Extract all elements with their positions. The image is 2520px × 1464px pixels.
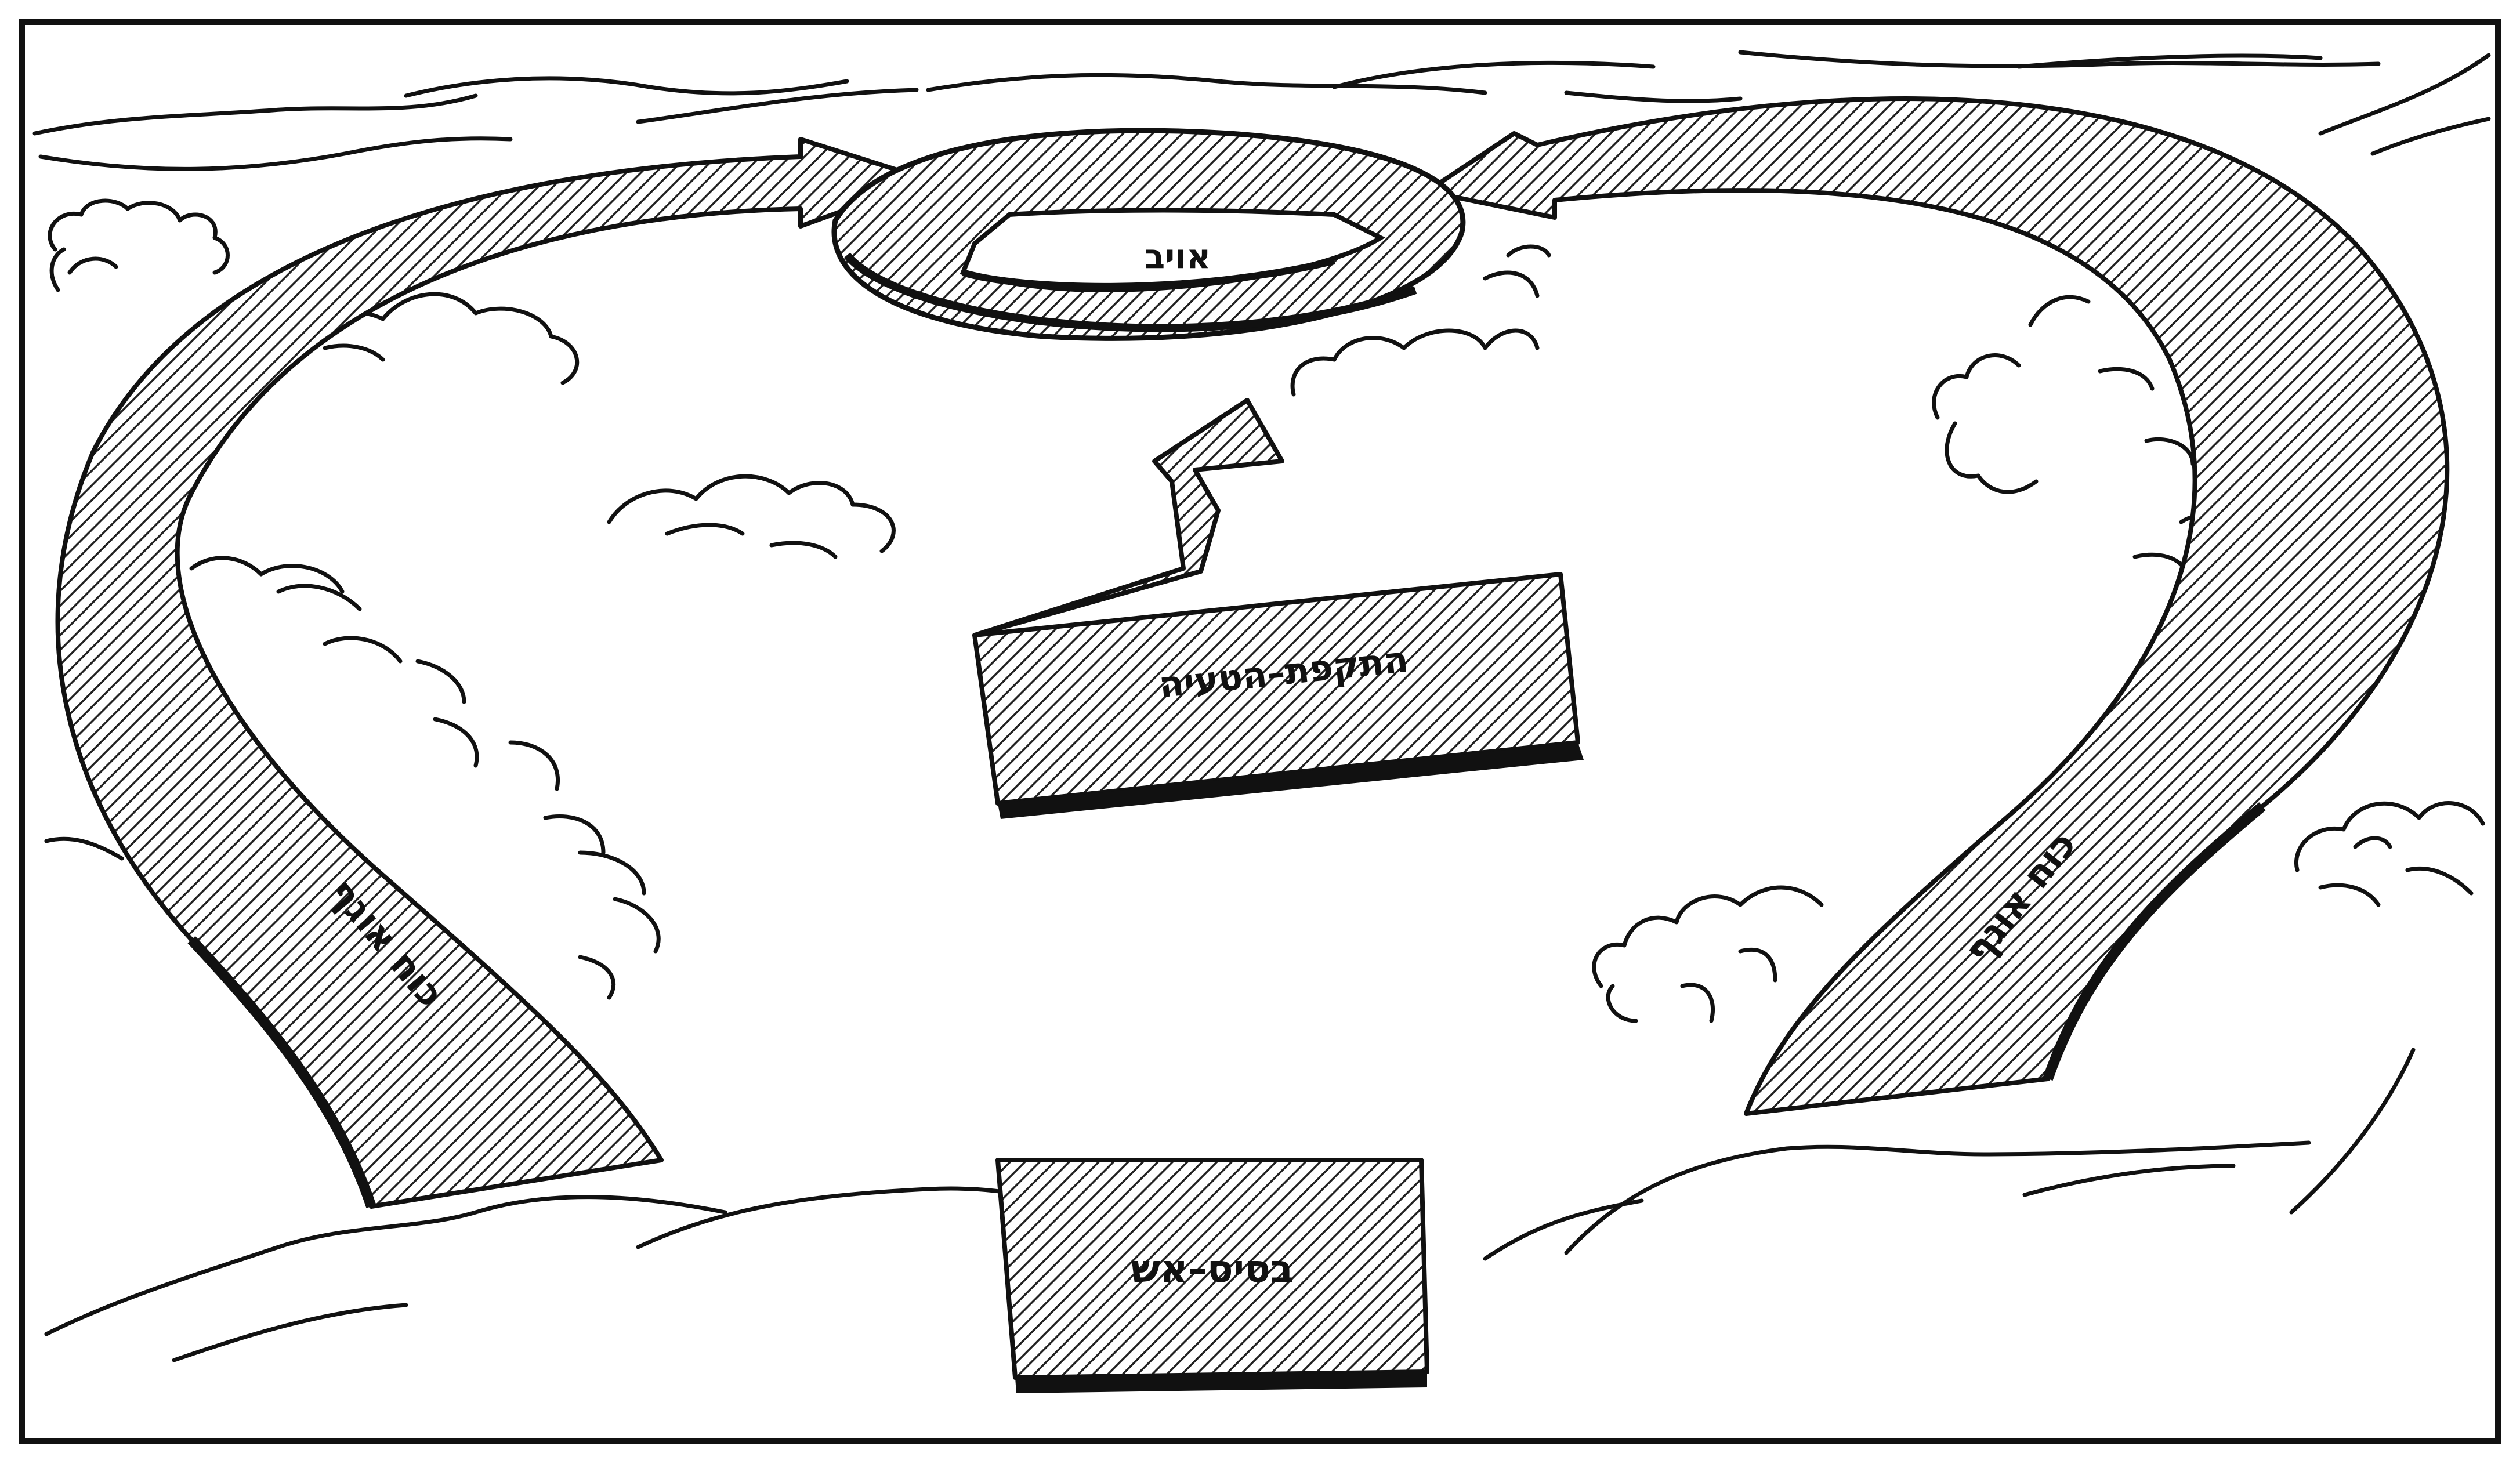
- cloud-shape: [2294, 801, 2485, 907]
- flank-arrow-left-body: [55, 137, 930, 1209]
- flank-arrow-right: [1425, 96, 2450, 1116]
- cloud-shape: [1290, 244, 1551, 397]
- cloud-shape: [48, 198, 230, 292]
- enemy-crescent-shadow: [843, 252, 1417, 332]
- hill-line: [636, 88, 919, 124]
- hill-line: [44, 1195, 727, 1336]
- feint-arrow-shape: [972, 398, 1284, 637]
- hill-line: [38, 136, 513, 171]
- terrain-lines: [32, 50, 2491, 1362]
- hill-line: [1738, 50, 2381, 68]
- hill-line: [926, 73, 1487, 95]
- hill-line: [1564, 90, 1743, 103]
- hill-line: [404, 76, 849, 98]
- hill-line: [1332, 60, 1656, 89]
- hill-line: [1564, 1140, 2311, 1255]
- hill-line: [32, 93, 478, 136]
- hill-line: [2370, 117, 2491, 156]
- hill-line: [44, 836, 124, 861]
- fire-base-block: בסיס–אש: [995, 1158, 1429, 1393]
- enemy-position: אויב: [831, 128, 1466, 341]
- cloud-shape: [607, 474, 896, 559]
- hill-line: [2289, 1048, 2416, 1215]
- enemy-label: אויב: [1145, 237, 1211, 276]
- hill-line: [2318, 53, 2491, 136]
- flank-arrow-left: [55, 137, 930, 1209]
- clouds: [48, 198, 2485, 1023]
- hill-line: [172, 1303, 408, 1362]
- cloud-shape: [1592, 885, 1824, 1023]
- fire-base-label: בסיס–אש: [1131, 1246, 1294, 1291]
- feint-attack-arrow: התקפת–הטעיה: [972, 398, 1584, 819]
- cloud-shape: [189, 556, 661, 1000]
- hill-line: [2016, 53, 2323, 69]
- hill-line: [2022, 1164, 2236, 1197]
